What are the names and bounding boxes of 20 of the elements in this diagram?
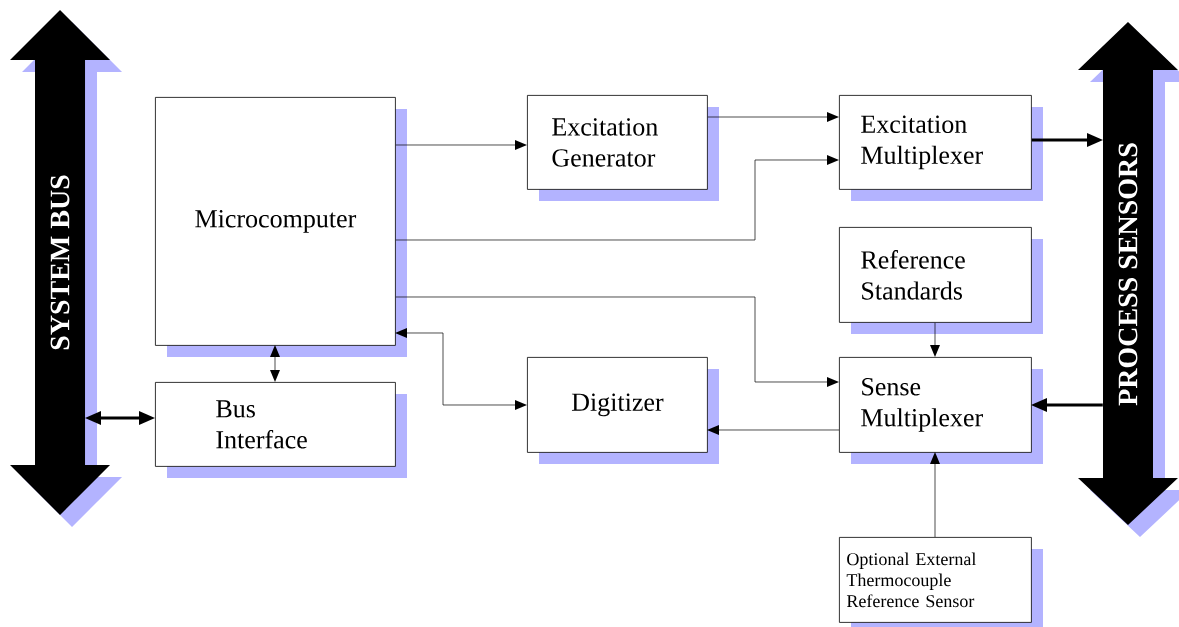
- arrow: [1031, 133, 1103, 147]
- arrow: [395, 296, 839, 387]
- block-box: Sense Multiplexer: [839, 357, 1043, 464]
- arrow: [1031, 398, 1103, 412]
- arrow: [395, 328, 527, 410]
- arrow: [395, 140, 527, 150]
- arrow: [930, 322, 940, 357]
- arrow: [270, 345, 280, 382]
- block-box: Excitation Generator: [527, 95, 719, 201]
- arrow: [395, 155, 839, 241]
- block-box: Excitation Multiplexer: [839, 95, 1043, 201]
- block-box: Bus Interface: [155, 382, 407, 478]
- block-box: Optional External Thermocouple Reference Sensor: [839, 537, 1043, 627]
- block-box: Digitizer: [527, 357, 719, 464]
- arrow: [85, 411, 155, 425]
- block-box: Reference Standards: [839, 227, 1043, 334]
- arrow: [930, 452, 940, 538]
- arrow: [707, 425, 840, 435]
- block-box: Microcomputer: [155, 97, 407, 357]
- arrow: [707, 112, 839, 122]
